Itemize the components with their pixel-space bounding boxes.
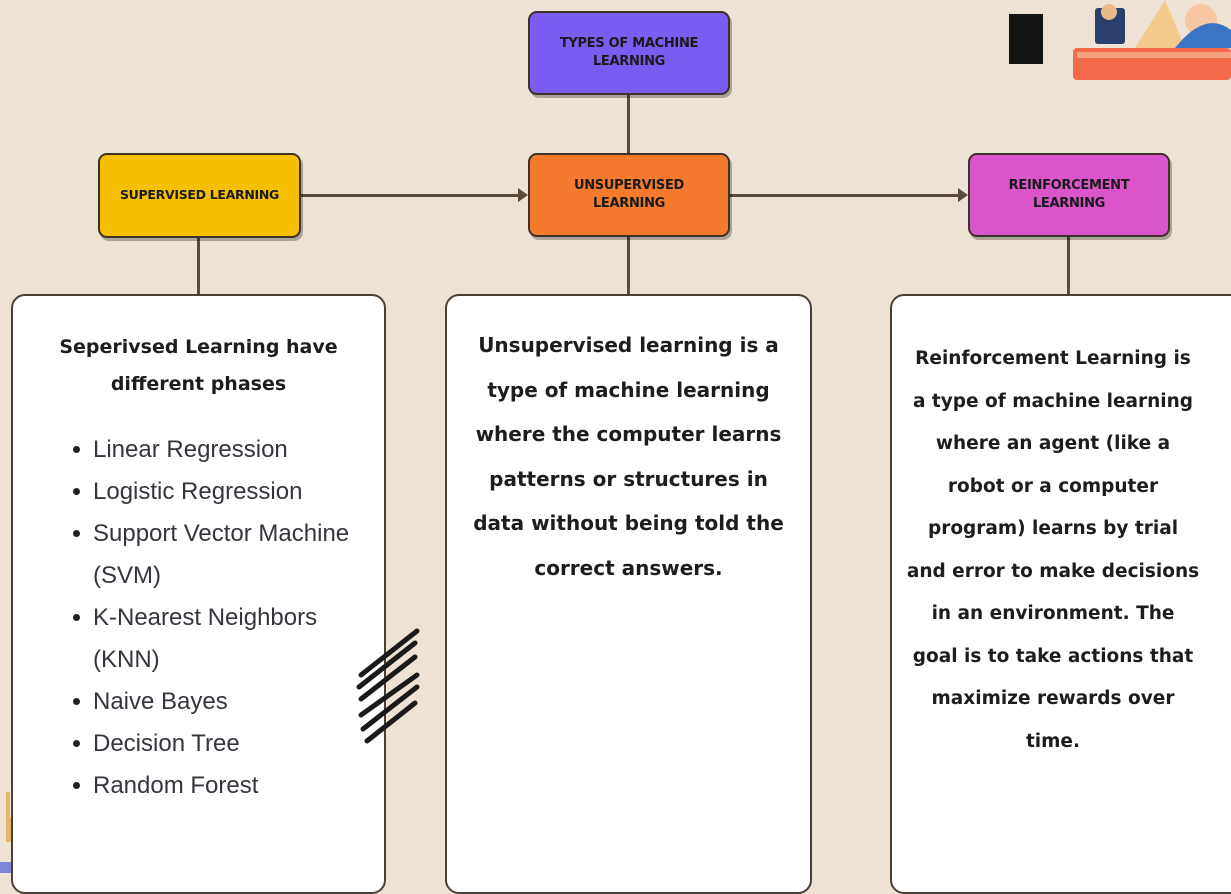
connector-supervised-to-unsupervised	[300, 194, 518, 197]
list-item-label: K-Nearest Neighbors (KNN)	[93, 604, 318, 673]
connector-unsupervised-to-reinforcement	[728, 194, 960, 197]
list-item: Decision Tree	[71, 723, 356, 765]
node-reinforcement-learning: REINFORCEMENT LEARNING	[968, 153, 1170, 237]
node-supervised-label: SUPERVISED LEARNING	[119, 187, 279, 203]
card-supervised-heading: Seperivsed Learning have different phase…	[59, 336, 338, 395]
bullet-icon	[73, 782, 80, 789]
card-unsupervised-text: Unsupervised learning is a type of machi…	[473, 333, 784, 580]
arrow-head-unsupervised	[518, 188, 528, 202]
bullet-icon	[73, 740, 80, 747]
list-item: Logistic Regression	[71, 471, 356, 513]
card-supervised: Seperivsed Learning have different phase…	[11, 294, 386, 894]
desk-illustration	[1009, 0, 1231, 80]
list-item-label: Support Vector Machine (SVM)	[93, 520, 350, 589]
list-item-label: Naive Bayes	[93, 688, 228, 715]
list-item-label: Random Forest	[93, 772, 259, 799]
node-supervised-learning: SUPERVISED LEARNING	[98, 153, 301, 238]
bullet-icon	[73, 488, 80, 495]
card-reinforcement-text: Reinforcement Learning is a type of mach…	[906, 348, 1200, 752]
bullet-icon	[73, 530, 80, 537]
connector-root-to-unsupervised	[627, 94, 630, 156]
node-types-of-machine-learning: TYPES OF MACHINE LEARNING	[528, 11, 730, 95]
node-reinforcement-label: REINFORCEMENT LEARNING	[1008, 178, 1130, 211]
connector-reinforcement-to-card	[1067, 236, 1070, 296]
list-item: Naive Bayes	[71, 681, 356, 723]
list-item-label: Decision Tree	[93, 730, 240, 757]
scribble-mark	[356, 628, 420, 744]
arrow-head-reinforcement	[958, 188, 968, 202]
list-item: Random Forest	[71, 765, 356, 807]
list-item: Support Vector Machine (SVM)	[71, 513, 356, 597]
node-root-label: TYPES OF MACHINE LEARNING	[559, 36, 699, 69]
list-item-label: Logistic Regression	[93, 478, 303, 505]
connector-unsupervised-to-card	[627, 236, 630, 296]
connector-supervised-to-card	[197, 238, 200, 296]
bullet-icon	[73, 614, 80, 621]
node-unsupervised-learning: UNSUPERVISED LEARNING	[528, 153, 730, 237]
list-item-label: Linear Regression	[93, 436, 288, 463]
supervised-algorithm-list: Linear Regression Logistic Regression Su…	[71, 429, 356, 807]
bullet-icon	[73, 446, 80, 453]
list-item: Linear Regression	[71, 429, 356, 471]
list-item: K-Nearest Neighbors (KNN)	[71, 597, 356, 681]
card-reinforcement: Reinforcement Learning is a type of mach…	[890, 294, 1231, 894]
node-unsupervised-label: UNSUPERVISED LEARNING	[573, 178, 685, 211]
bullet-icon	[73, 698, 80, 705]
card-unsupervised: Unsupervised learning is a type of machi…	[445, 294, 812, 894]
